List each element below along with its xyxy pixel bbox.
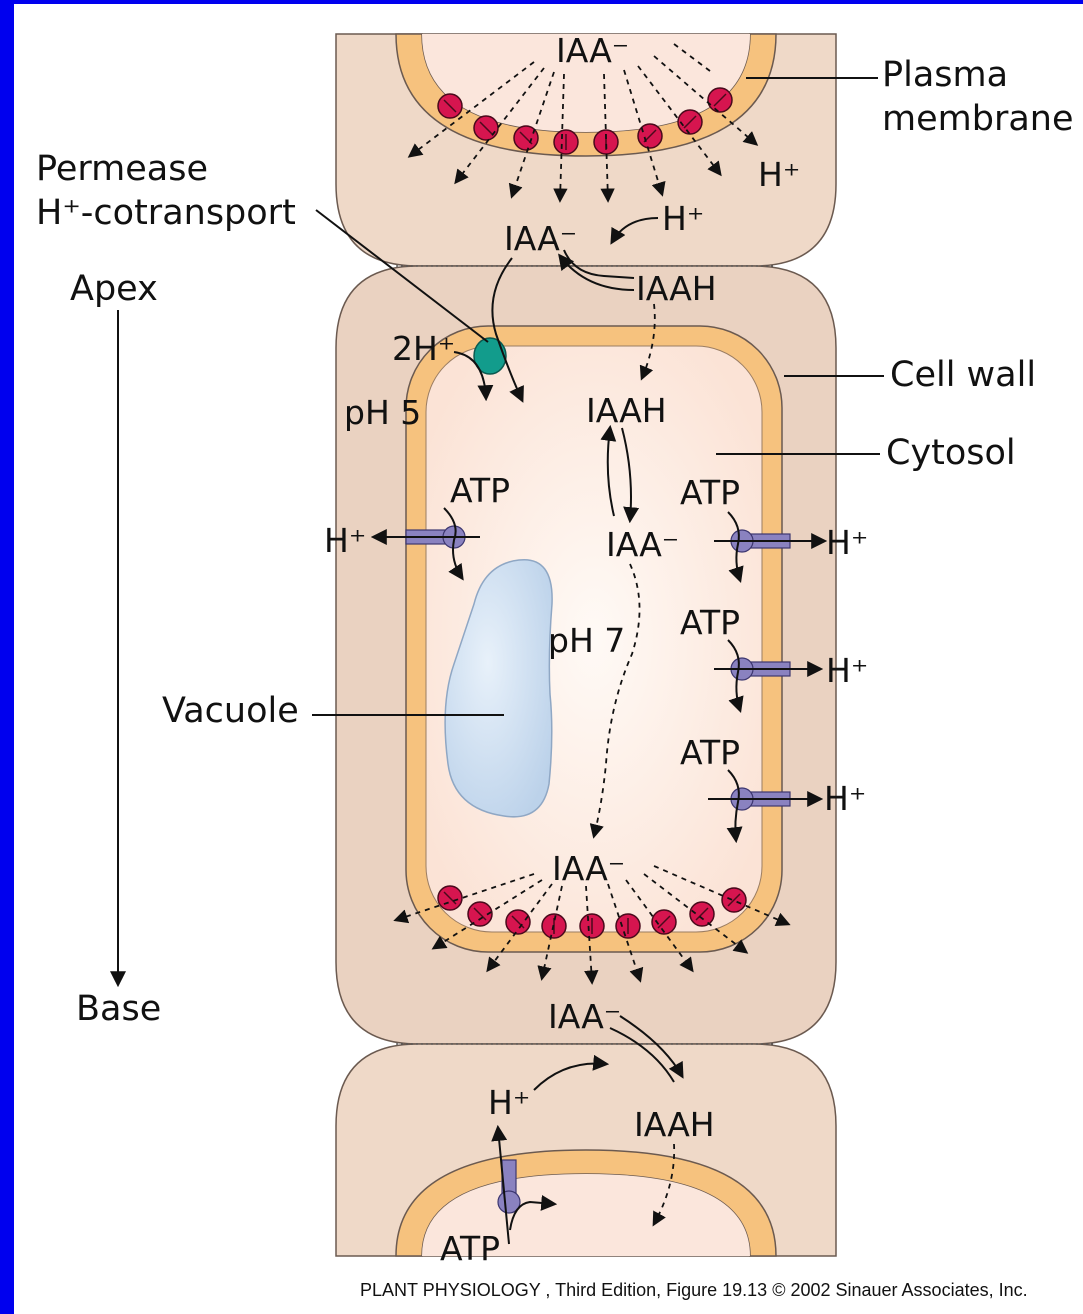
cytosol-label: Cytosol: [886, 433, 1016, 473]
permease-label-2: H⁺-cotransport: [36, 193, 296, 233]
efflux-carrier-icon: [474, 116, 498, 140]
iaa-ion-wall-top-label: IAA⁻: [504, 219, 577, 258]
efflux-carrier-icon: [708, 88, 732, 112]
ph-cytosol-label: pH 7: [548, 621, 625, 660]
two-h-label: 2H⁺: [392, 329, 455, 368]
figure-frame: Plasma membrane Permease H⁺-cotransport …: [14, 4, 1083, 1314]
h-plus-right-pump-2-label: H⁺: [826, 651, 868, 690]
h-plus-wall-top-label: H⁺: [662, 199, 704, 238]
iaah-wall-top-label: IAAH: [636, 269, 717, 308]
vacuole-label: Vacuole: [162, 691, 299, 731]
atp-right-2-label: ATP: [680, 603, 740, 642]
efflux-carrier-icon: [506, 910, 530, 934]
iaa-ion-bottom-label: IAA⁻: [552, 849, 625, 888]
plasma-membrane-label-1: Plasma: [882, 55, 1008, 95]
h-plus-top-label: H⁺: [758, 155, 800, 194]
atp-right-1-label: ATP: [680, 473, 740, 512]
efflux-carrier-icon: [438, 886, 462, 910]
efflux-carrier-icon: [580, 914, 604, 938]
atp-right-3-label: ATP: [680, 733, 740, 772]
iaa-ion-wall-bottom-label: IAA⁻: [548, 997, 621, 1036]
efflux-carrier-icon: [554, 130, 578, 154]
iaah-wall-bottom-label: IAAH: [634, 1105, 715, 1144]
cell-wall-label: Cell wall: [890, 355, 1036, 395]
h-plus-right-pump-3-label: H⁺: [824, 779, 866, 818]
iaah-cytosol-label: IAAH: [586, 391, 667, 430]
efflux-carrier-icon: [438, 94, 462, 118]
ph-wall-label: pH 5: [344, 393, 421, 432]
atp-left-label: ATP: [450, 471, 510, 510]
iaa-ion-top-label: IAA⁻: [556, 31, 629, 70]
h-plus-bottom-label: H⁺: [488, 1083, 530, 1122]
efflux-carrier-icon: [616, 914, 640, 938]
atp-bottom-label: ATP: [440, 1229, 500, 1268]
efflux-carrier-icon: [594, 130, 618, 154]
efflux-carrier-icon: [690, 902, 714, 926]
h-plus-right-pump-1-label: H⁺: [826, 523, 868, 562]
auxin-transport-diagram: Plasma membrane Permease H⁺-cotransport …: [14, 4, 1083, 1314]
plasma-membrane-label-2: membrane: [882, 99, 1074, 139]
iaa-ion-cytosol-label: IAA⁻: [606, 525, 679, 564]
base-label: Base: [76, 989, 161, 1029]
permease-label-1: Permease: [36, 149, 208, 189]
figure-caption: PLANT PHYSIOLOGY , Third Edition, Figure…: [360, 1280, 1028, 1300]
efflux-carrier-icon: [722, 888, 746, 912]
h-plus-left-pump-label: H⁺: [324, 521, 366, 560]
apex-label: Apex: [70, 269, 158, 309]
